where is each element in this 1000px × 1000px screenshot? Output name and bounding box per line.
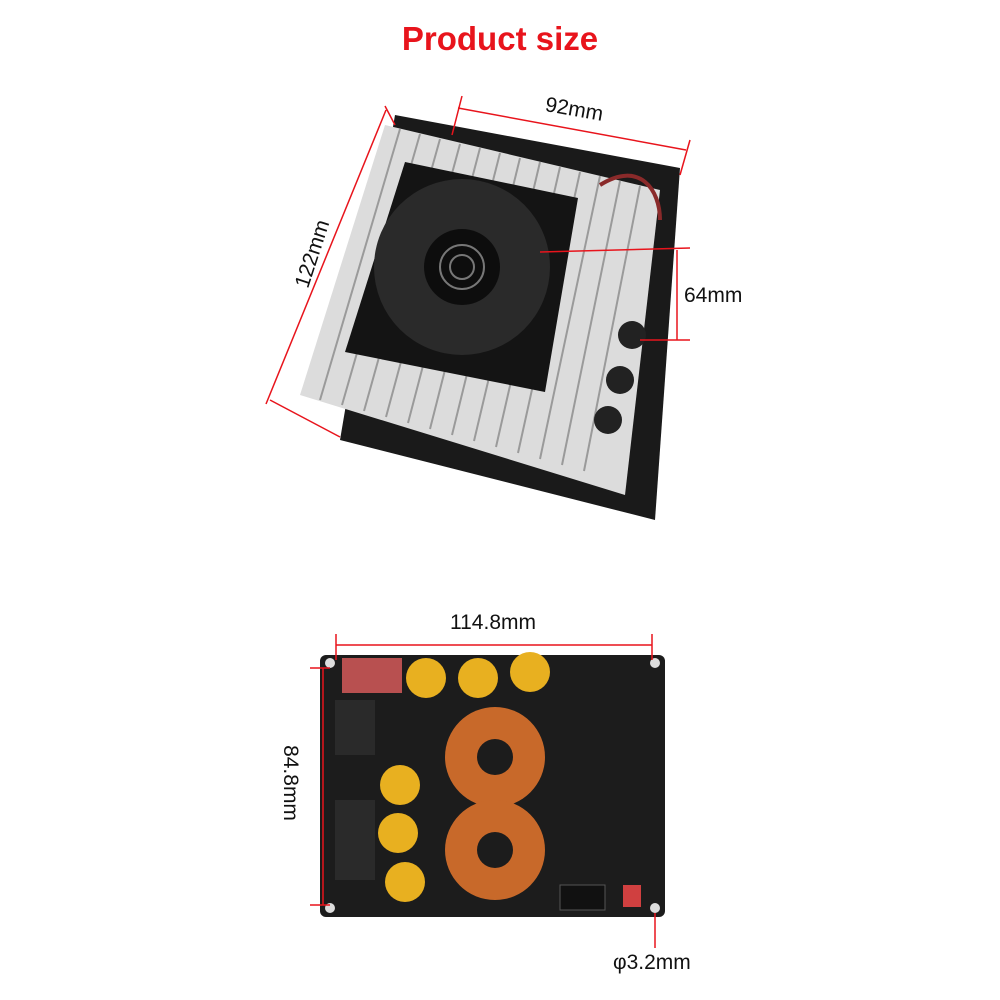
hole-diameter-label: φ3.2mm <box>613 951 691 974</box>
fan-hub <box>424 229 500 305</box>
height-label-84-8mm: 84.8mm <box>278 745 302 821</box>
page-title: Product size <box>401 20 599 57</box>
dimension-lines-bottom <box>310 634 656 948</box>
width-label-114-8mm: 114.8mm <box>450 611 536 634</box>
dimension-lines-top <box>265 95 691 438</box>
heatsink-module-photo <box>300 115 680 520</box>
height-label-64mm: 64mm <box>684 284 743 307</box>
pcb-board-photo <box>320 652 665 917</box>
